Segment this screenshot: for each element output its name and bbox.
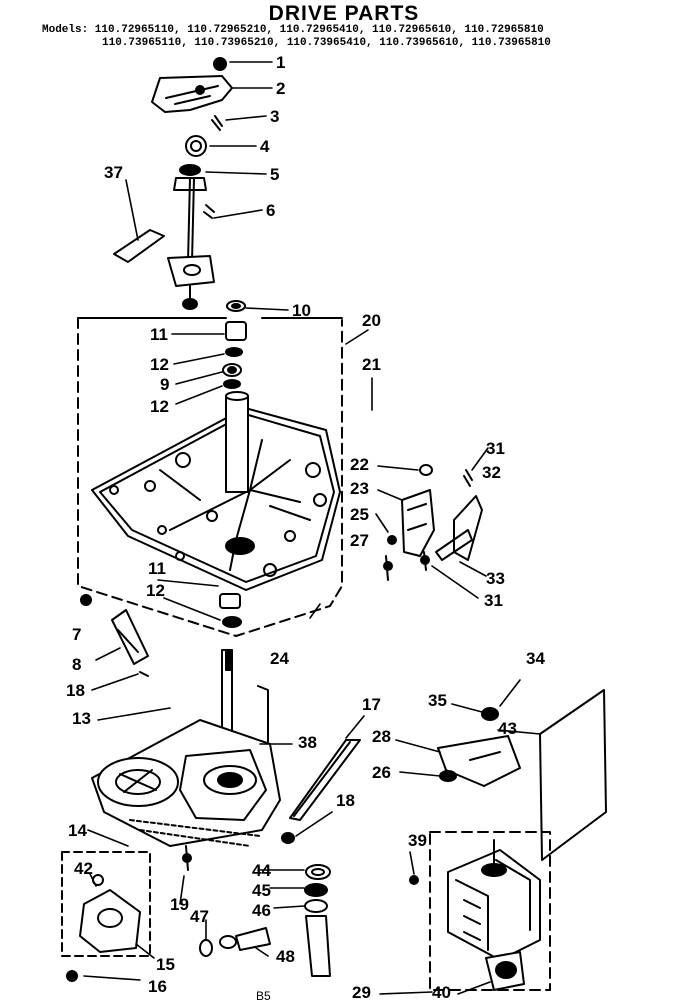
part-label-15: 15 <box>156 955 175 974</box>
part-label-4: 4 <box>260 137 270 156</box>
part-label-11a: 11 <box>150 325 168 344</box>
part-label-48: 48 <box>276 947 295 966</box>
model-numbers: Models: 110.72965110, 110.72965210, 110.… <box>42 24 551 50</box>
models-line-2: 110.73965110, 110.73965210, 110.73965410… <box>102 37 551 49</box>
diagram-title: DRIVE PARTS <box>268 2 420 25</box>
shaft-bearings-seals <box>219 300 247 628</box>
part-label-17: 17 <box>362 695 381 714</box>
part-label-29: 29 <box>352 983 371 1002</box>
clutch-brackets <box>383 464 483 581</box>
part-number-labels: 1 2 3 4 5 6 37 10 20 11 12 21 9 12 31 22… <box>66 53 545 1003</box>
drain-hose <box>281 739 361 844</box>
part-label-20: 20 <box>362 311 381 330</box>
part-label-25: 25 <box>350 505 369 524</box>
part-label-37: 37 <box>104 163 123 182</box>
part-label-32: 32 <box>482 463 501 482</box>
part-label-18a: 18 <box>66 681 85 700</box>
part-label-22: 22 <box>350 455 369 474</box>
part-label-21: 21 <box>362 355 381 374</box>
part-label-31b: 31 <box>484 591 503 610</box>
transmission-base-plate <box>77 317 343 637</box>
part-label-14: 14 <box>68 821 87 840</box>
part-label-43: 43 <box>498 719 517 738</box>
part-label-3: 3 <box>270 107 279 126</box>
transmission-gearcase <box>61 649 281 982</box>
part-label-31a: 31 <box>486 439 505 458</box>
part-label-46: 46 <box>252 901 271 920</box>
footer-code: B5 <box>256 989 271 1003</box>
part-label-16: 16 <box>148 977 167 996</box>
leader-lines <box>83 61 541 995</box>
part-label-12b: 12 <box>150 397 169 416</box>
part-label-19: 19 <box>170 895 189 914</box>
part-label-42: 42 <box>74 859 93 878</box>
part-label-12c: 12 <box>146 581 165 600</box>
part-label-1: 1 <box>276 53 285 72</box>
part-label-5: 5 <box>270 165 279 184</box>
part-label-9: 9 <box>160 375 169 394</box>
drive-motor <box>409 831 551 991</box>
part-label-45: 45 <box>252 881 271 900</box>
pump-seal-stack <box>199 864 331 977</box>
part-label-13: 13 <box>72 709 91 728</box>
part-label-26: 26 <box>372 763 391 782</box>
part-label-40: 40 <box>432 983 451 1002</box>
part-label-24: 24 <box>270 649 289 668</box>
part-label-2: 2 <box>276 79 285 98</box>
part-label-23: 23 <box>350 479 369 498</box>
part-label-34: 34 <box>526 649 545 668</box>
part-label-44: 44 <box>252 861 271 880</box>
models-line-1: Models: 110.72965110, 110.72965210, 110.… <box>42 24 544 36</box>
part-label-27: 27 <box>350 531 369 550</box>
agitator-shaft-upper-assembly <box>113 57 233 310</box>
part-label-38: 38 <box>298 733 317 752</box>
part-label-6: 6 <box>266 201 275 220</box>
part-label-12a: 12 <box>150 355 169 374</box>
part-label-7: 7 <box>72 625 81 644</box>
clamp-assembly <box>80 594 149 677</box>
part-label-28: 28 <box>372 727 391 746</box>
part-label-10: 10 <box>292 301 311 320</box>
motor-mount-bracket <box>437 689 607 861</box>
part-label-11b: 11 <box>148 559 166 578</box>
part-label-8: 8 <box>72 655 81 674</box>
part-label-18b: 18 <box>336 791 355 810</box>
part-label-47: 47 <box>190 907 209 926</box>
part-label-33: 33 <box>486 569 505 588</box>
part-label-39: 39 <box>408 831 427 850</box>
part-label-35: 35 <box>428 691 447 710</box>
